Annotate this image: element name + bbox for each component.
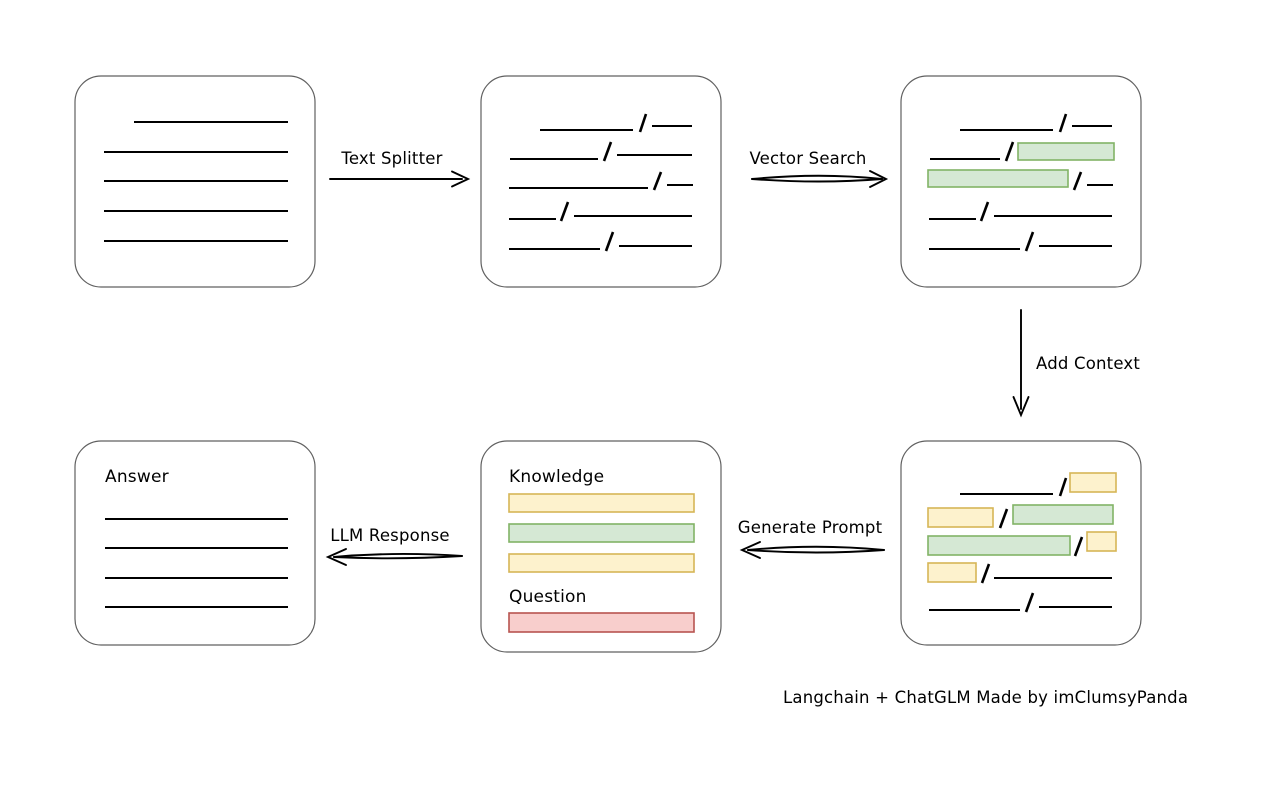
chunk-separator-icon (1058, 477, 1068, 497)
chunk-separator-icon (604, 231, 615, 252)
arrow-head-right-icon (869, 170, 889, 188)
chunk-separator-icon (980, 563, 991, 584)
arrow-add-context: Add Context (1012, 309, 1140, 418)
arrow-label-vector-search: Vector Search (749, 149, 866, 168)
arrow-head-left-icon (739, 541, 761, 559)
context-chunk-highlight[interactable] (1086, 531, 1117, 552)
node-context-chunks[interactable] (900, 440, 1142, 646)
matched-chunk-highlight[interactable] (1012, 504, 1114, 525)
chunk-separator-icon (602, 141, 613, 162)
chunk-separator-icon (979, 201, 990, 222)
arrow-shaft (747, 545, 885, 551)
arrow-label-generate-prompt: Generate Prompt (738, 518, 883, 537)
node-answer[interactable]: Answer (74, 440, 316, 646)
chunk-separator-icon (559, 201, 570, 222)
chunk-separator-icon (1058, 113, 1068, 133)
chunk-separator-icon (638, 113, 648, 133)
arrow-shaft-secondary (751, 178, 883, 183)
prompt-question-label: Question (509, 587, 587, 607)
arrow-label-add-context: Add Context (1036, 354, 1140, 373)
arrow-vector-search: Vector Search (749, 149, 889, 188)
chunk-separator-icon (1073, 536, 1084, 557)
matched-chunk-highlight[interactable] (1017, 142, 1115, 161)
answer-box[interactable] (74, 440, 316, 646)
prompt-knowledge-bar[interactable] (508, 553, 695, 573)
prompt-knowledge-bar[interactable] (508, 493, 695, 513)
arrow-shaft (333, 553, 463, 558)
arrow-label-llm-response: LLM Response (330, 526, 450, 545)
chunk-separator-icon (1024, 592, 1035, 613)
node-matched-chunks[interactable] (900, 75, 1142, 288)
node-source-document[interactable] (74, 75, 316, 288)
footer-credit: Langchain + ChatGLM Made by imClumsyPand… (783, 688, 1188, 707)
prompt-knowledge-label: Knowledge (509, 467, 604, 487)
arrow-label-text-splitter: Text Splitter (340, 149, 442, 168)
node-split-chunks[interactable] (480, 75, 722, 288)
arrow-head-left-icon (325, 548, 347, 566)
chunk-separator-icon (998, 508, 1009, 529)
prompt-question-bar[interactable] (508, 612, 695, 633)
arrow-shaft-secondary (747, 549, 885, 554)
context-chunk-highlight[interactable] (927, 562, 977, 583)
answer-label: Answer (105, 467, 169, 487)
context-chunk-highlight[interactable] (927, 507, 994, 528)
arrow-shaft (751, 174, 883, 180)
arrow-shaft-secondary (333, 555, 463, 560)
chunk-separator-icon (1024, 231, 1035, 252)
arrow-head-right-icon (451, 170, 471, 188)
context-chunk-highlight[interactable] (1069, 472, 1117, 493)
matched-chunk-highlight[interactable] (927, 169, 1069, 188)
node-prompt[interactable]: Knowledge Question (480, 440, 722, 653)
arrow-text-splitter: Text Splitter (329, 149, 471, 188)
matched-chunk-highlight[interactable] (927, 535, 1071, 556)
prompt-knowledge-bar[interactable] (508, 523, 695, 543)
arrow-head-down-icon (1012, 396, 1030, 418)
arrow-generate-prompt: Generate Prompt (738, 518, 885, 559)
arrow-llm-response: LLM Response (325, 526, 463, 566)
chunk-separator-icon (1004, 141, 1015, 162)
chunk-separator-icon (652, 171, 663, 191)
split-chunks-box[interactable] (480, 75, 722, 288)
chunk-separator-icon (1072, 171, 1083, 191)
